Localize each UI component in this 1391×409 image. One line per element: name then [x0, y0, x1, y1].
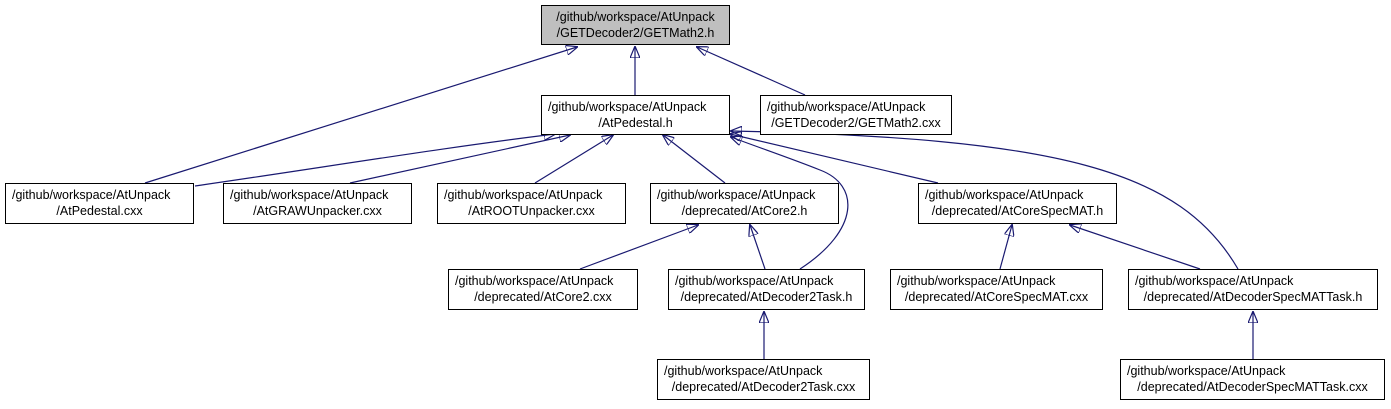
node-atdecoderspecmattask-h[interactable]: /github/workspace/AtUnpack /deprecated/A…: [1128, 269, 1378, 310]
node-line-2: /deprecated/AtCoreSpecMAT.h: [931, 204, 1104, 218]
edge-atcorespecmat-cxx-to-atcorespecmat-h: [999, 225, 1012, 270]
node-line-1: /github/workspace/AtUnpack: [444, 188, 603, 202]
node-atgrawunpacker-cxx[interactable]: /github/workspace/AtUnpack /AtGRAWUnpack…: [223, 183, 412, 224]
node-line-2: /AtROOTUnpacker.cxx: [468, 204, 595, 218]
node-line-1: /github/workspace/AtUnpack: [675, 274, 834, 288]
node-atcore2-cxx[interactable]: /github/workspace/AtUnpack /deprecated/A…: [448, 269, 638, 310]
node-atpedestal-cxx[interactable]: /github/workspace/AtUnpack /AtPedestal.c…: [5, 183, 194, 224]
edge-atrootunpacker-to-atpedestal-h: [534, 135, 613, 184]
edge-atpedestal-cxx-to-atpedestal-h: [194, 134, 555, 187]
node-atcorespecmat-h[interactable]: /github/workspace/AtUnpack /deprecated/A…: [918, 183, 1117, 224]
edge-atcorespecmat-h-to-atpedestal-h: [730, 134, 939, 184]
edge-atpedestal-cxx-to-root: [144, 47, 577, 184]
edge-atdecoder2task-h-to-atpedestal-h: [731, 137, 849, 270]
node-atcorespecmat-cxx[interactable]: /github/workspace/AtUnpack /deprecated/A…: [890, 269, 1103, 310]
node-line-1: /github/workspace/AtUnpack: [1127, 364, 1286, 378]
node-line-1: /github/workspace/AtUnpack: [664, 364, 823, 378]
node-line-2: /deprecated/AtDecoderSpecMATTask.cxx: [1137, 380, 1368, 394]
node-line-1: /github/workspace/AtUnpack: [897, 274, 1056, 288]
node-atrootunpacker-cxx[interactable]: /github/workspace/AtUnpack /AtROOTUnpack…: [437, 183, 626, 224]
node-line-1: /github/workspace/AtUnpack: [657, 188, 816, 202]
edge-atdecoder2task-h-to-atcore2-h: [750, 225, 766, 270]
node-line-1: /github/workspace/AtUnpack: [767, 100, 926, 114]
node-line-2: /deprecated/AtDecoder2Task.cxx: [671, 380, 856, 394]
node-atdecoder2task-h[interactable]: /github/workspace/AtUnpack /deprecated/A…: [668, 269, 865, 310]
edge-atcore2-cxx-to-atcore2-h: [579, 225, 698, 270]
node-atdecoderspecmattask-cxx[interactable]: /github/workspace/AtUnpack /deprecated/A…: [1120, 359, 1385, 400]
node-line-2: /GETDecoder2/GETMath2.cxx: [771, 116, 941, 130]
node-line-2: /deprecated/AtCoreSpecMAT.cxx: [904, 290, 1089, 304]
node-line-1: /github/workspace/AtUnpack: [455, 274, 614, 288]
edge-getmath2-cxx-to-root: [697, 47, 806, 96]
node-line-2: /deprecated/AtDecoder2Task.h: [680, 290, 853, 304]
node-getmath2-cxx[interactable]: /github/workspace/AtUnpack /GETDecoder2/…: [760, 95, 952, 135]
node-line-2: /AtPedestal.cxx: [56, 204, 143, 218]
node-line-1: /github/workspace/AtUnpack: [230, 188, 389, 202]
node-line-2: /GETDecoder2/GETMath2.h: [556, 26, 715, 40]
node-atdecoder2task-cxx[interactable]: /github/workspace/AtUnpack /deprecated/A…: [657, 359, 870, 400]
edge-atdecoderspecmattask-h-to-atpedestal-h: [731, 131, 1239, 270]
node-atpedestal-h[interactable]: /github/workspace/AtUnpack /AtPedestal.h: [541, 95, 730, 135]
node-line-2: /deprecated/AtDecoderSpecMATTask.h: [1143, 290, 1363, 304]
node-line-2: /AtPedestal.h: [598, 116, 673, 130]
edge-atcore2-h-to-atpedestal-h: [663, 135, 726, 184]
node-line-1: /github/workspace/AtUnpack: [925, 188, 1084, 202]
node-getmath2-h[interactable]: /github/workspace/AtUnpack /GETDecoder2/…: [541, 5, 730, 45]
node-line-1: /github/workspace/AtUnpack: [548, 100, 707, 114]
edge-atdecoderspecmattask-h-to-atcorespecmat-h: [1070, 225, 1201, 270]
node-line-1: /github/workspace/AtUnpack: [12, 188, 171, 202]
node-atcore2-h[interactable]: /github/workspace/AtUnpack /deprecated/A…: [650, 183, 839, 224]
node-line-2: /deprecated/AtCore2.h: [681, 204, 808, 218]
node-line-2: /deprecated/AtCore2.cxx: [474, 290, 612, 304]
node-line-1: /github/workspace/AtUnpack: [556, 10, 715, 24]
node-line-2: /AtGRAWUnpacker.cxx: [253, 204, 382, 218]
edge-atgrawunpacker-to-atpedestal-h: [349, 135, 570, 184]
node-line-1: /github/workspace/AtUnpack: [1135, 274, 1294, 288]
